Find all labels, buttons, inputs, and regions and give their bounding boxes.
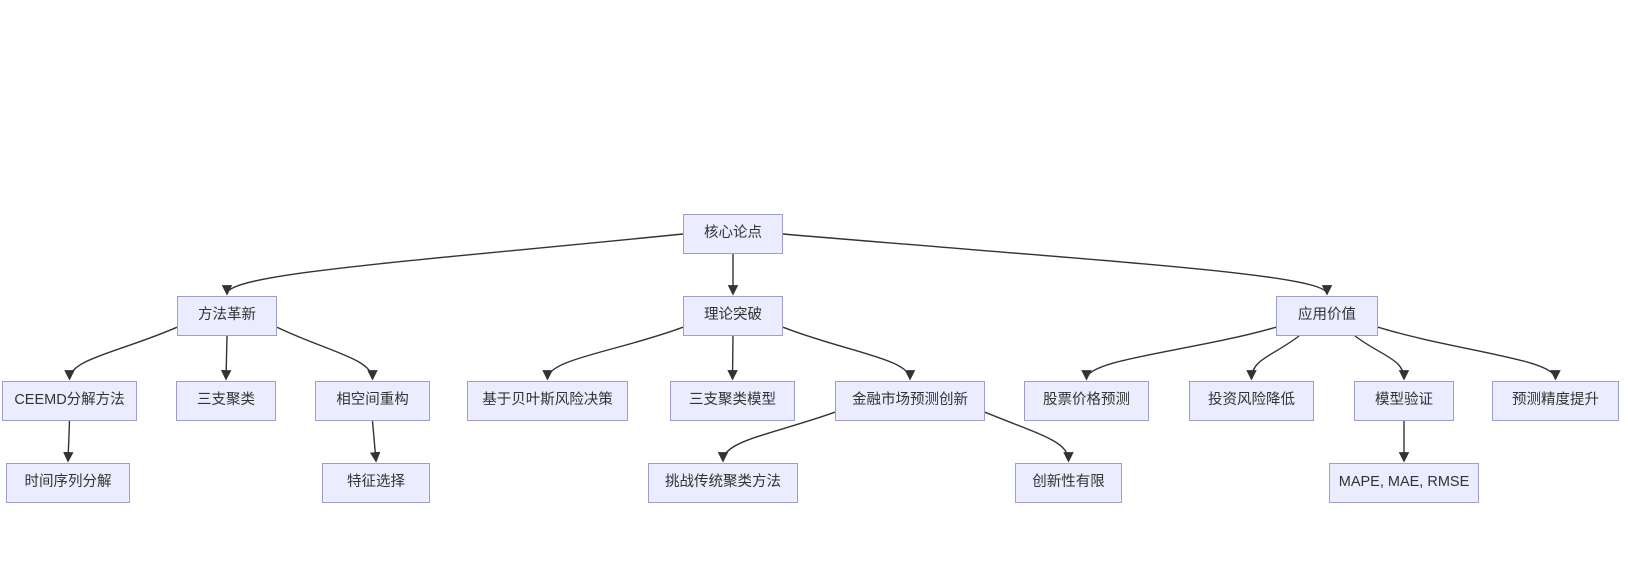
node-label: 应用价值: [1298, 307, 1356, 324]
node-label: 三支聚类: [197, 392, 255, 409]
edge-root-to-yingyong: [782, 233, 1333, 296]
edge-fangfa-to-sanzhi: [220, 335, 232, 381]
node-label: 时间序列分解: [24, 474, 112, 491]
node-label: 股票价格预测: [1043, 392, 1130, 409]
node-touzi: 投资风险降低: [1189, 381, 1314, 421]
node-yuce: 预测精度提升: [1492, 381, 1619, 421]
edge-lilun-to-jinrong: [782, 326, 916, 381]
node-label: 理论突破: [704, 307, 762, 324]
node-jinrong: 金融市场预测创新: [835, 381, 985, 421]
node-label: 特征选择: [347, 474, 405, 491]
node-label: 金融市场预测创新: [852, 392, 968, 409]
node-beiyesi: 基于贝叶斯风险决策: [467, 381, 628, 421]
node-yingyong: 应用价值: [1276, 296, 1378, 336]
node-sanzhi: 三支聚类: [176, 381, 276, 421]
node-label: 预测精度提升: [1512, 392, 1599, 409]
edge-root-to-fangfa: [221, 233, 684, 296]
node-fangfa: 方法革新: [177, 296, 277, 336]
node-tiaozhan: 挑战传统聚类方法: [648, 463, 798, 503]
node-label: 投资风险降低: [1208, 392, 1295, 409]
edge-fangfa-to-xiangkj: [276, 326, 378, 381]
edge-ceemd-to-shijian: [63, 420, 74, 463]
node-label: CEEMD分解方法: [14, 392, 125, 409]
node-label: 方法革新: [198, 307, 256, 324]
node-label: 基于贝叶斯风险决策: [482, 392, 613, 409]
node-root: 核心论点: [683, 214, 783, 254]
node-tezheng: 特征选择: [322, 463, 430, 503]
node-xiangkj: 相空间重构: [315, 381, 430, 421]
edge-lilun-to-beiyesi: [542, 326, 684, 381]
node-label: 挑战传统聚类方法: [665, 474, 781, 491]
node-label: 三支聚类模型: [689, 392, 776, 409]
node-shijian: 时间序列分解: [6, 463, 130, 503]
node-lilun: 理论突破: [683, 296, 783, 336]
node-mape: MAPE, MAE, RMSE: [1329, 463, 1479, 503]
node-gupiao: 股票价格预测: [1024, 381, 1149, 421]
node-ceemd: CEEMD分解方法: [2, 381, 137, 421]
edge-yingyong-to-touzi: [1246, 335, 1300, 381]
node-label: 核心论点: [704, 225, 762, 242]
node-label: MAPE, MAE, RMSE: [1338, 474, 1470, 491]
edge-xiangkj-to-tezheng: [369, 420, 381, 463]
edge-fangfa-to-ceemd: [64, 326, 178, 381]
edge-yingyong-to-moxing: [1354, 335, 1410, 381]
edge-yingyong-to-gupiao: [1081, 326, 1277, 381]
node-label: 模型验证: [1375, 392, 1433, 409]
node-szmodel: 三支聚类模型: [670, 381, 795, 421]
node-label: 创新性有限: [1032, 474, 1105, 491]
edge-yingyong-to-yuce: [1377, 326, 1561, 381]
node-moxing: 模型验证: [1354, 381, 1454, 421]
node-label: 相空间重构: [336, 392, 409, 409]
node-chuangxin: 创新性有限: [1015, 463, 1122, 503]
edge-lilun-to-szmodel: [727, 335, 738, 381]
